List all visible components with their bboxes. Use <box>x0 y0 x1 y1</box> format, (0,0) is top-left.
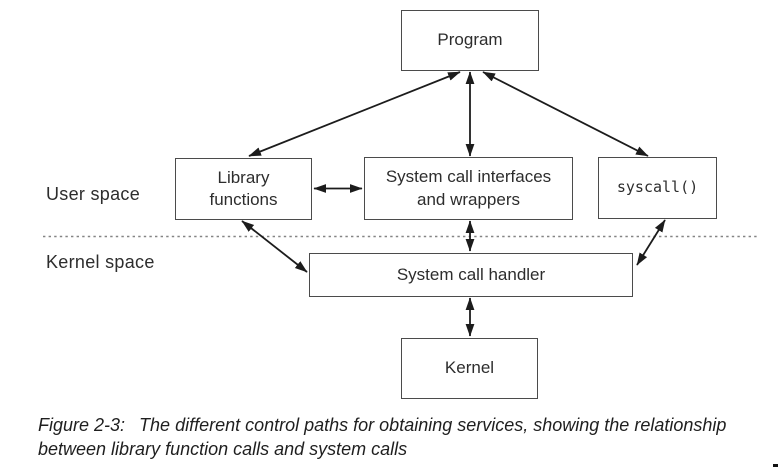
figure-caption: Figure 2-3: The different control paths f… <box>38 413 763 461</box>
system-call-handler-box: System call handler <box>309 253 633 297</box>
arrow-program-syscall <box>482 71 649 157</box>
program-box: Program <box>401 10 539 71</box>
page-corner-mark <box>773 464 778 467</box>
caption-line-2: between library function calls and syste… <box>38 439 408 459</box>
caption-line-1: Figure 2-3: The different control paths f… <box>38 413 763 437</box>
arrow-syscall-handler <box>636 219 666 266</box>
kernel-box: Kernel <box>401 338 538 399</box>
system-call-interfaces-box: System call interfaces and wrappers <box>364 157 573 220</box>
figure-number-label: Figure 2-3: <box>38 415 126 435</box>
arrow-program-library <box>248 71 461 157</box>
arrow-library-handler <box>241 220 308 273</box>
syscall-box: syscall() <box>598 157 717 219</box>
user-space-label: User space <box>46 184 141 204</box>
kernel-space-label: Kernel space <box>46 252 155 272</box>
caption-text-1: The different control paths for obtainin… <box>139 415 727 435</box>
library-functions-box: Library functions <box>175 158 312 220</box>
